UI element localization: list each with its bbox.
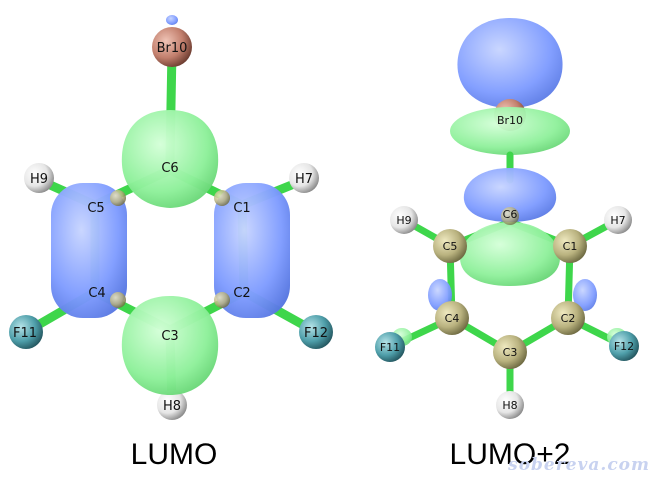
lumo-atom-c4 [110,292,126,308]
lumo-br-top-lobe [166,15,178,25]
lumo-atom-c1 [214,190,230,206]
lumo-lobe-c1-c2-negative [214,183,290,318]
lumo2-lobe-br-ring-positive [450,107,570,155]
lumo-label-h8: H8 [163,399,181,414]
lumo-title: LUMO [131,438,218,471]
lumo-atom-c5 [110,190,126,206]
lumo-label-c5: C5 [87,201,104,216]
lumo2-atom-f11 [375,332,405,362]
lumo2-atom-f12 [609,331,639,361]
lumo2-lobe-c2-negative [573,279,597,311]
lumo2-title: LUMO+2 [450,438,571,471]
lumo-lobe-c5-c4-negative [51,183,127,318]
lumo2-atom-c6 [501,207,519,225]
lumo2-lobe-br-top-negative [457,18,563,108]
lumo-label-c3: C3 [161,329,178,344]
lumo-label-c4: C4 [88,286,105,301]
lumo2-label-c4: C4 [445,312,460,325]
lumo-label-h9: H9 [30,172,48,187]
lumo2-label-c1: C1 [563,240,578,253]
lumo2-atom-h9 [390,206,418,234]
lumo-atom-br10 [152,27,192,67]
lumo-atom-f12 [299,315,333,349]
lumo-label-c1: C1 [233,201,250,216]
lumo2-label-f12: F12 [614,340,634,353]
lumo-atom-h9 [24,163,54,193]
lumo2-atom-c1 [553,229,587,263]
lumo-panel: Br10 C6 H9 H7 C5 C1 C4 C2 F11 F12 C3 H8 … [9,15,333,471]
lumo-atom-h8 [157,390,187,420]
lumo-label-c2: C2 [233,286,250,301]
lumo2-panel: Br10 C6 H9 H7 C5 C1 C4 C2 F11 F12 C3 H8 … [375,18,639,471]
lumo2-label-h9: H9 [396,214,411,227]
lumo-label-f11: F11 [13,326,37,341]
lumo2-label-c5: C5 [443,240,458,253]
lumo2-atom-c2 [551,301,585,335]
lumo2-atom-h7 [604,206,632,234]
lumo-atom-c2 [214,292,230,308]
lumo2-label-h7: H7 [610,214,625,227]
lumo2-label-h8: H8 [502,399,517,412]
lumo2-atom-c4 [435,301,469,335]
lumo2-label-br10: Br10 [497,114,523,127]
lumo-label-br10: Br10 [157,41,188,56]
lumo-lobe-c3-positive [121,296,219,395]
lumo2-atom-h8 [496,391,524,419]
lumo2-lobe-ring-positive [460,222,560,286]
lumo2-atom-c3 [493,335,527,369]
lumo-atom-h7 [289,163,319,193]
lumo2-label-c6: C6 [503,208,518,221]
lumo2-atom-c5 [433,229,467,263]
lumo2-label-c2: C2 [561,312,576,325]
lumo-label-c6: C6 [161,161,178,176]
lumo-atom-f11 [9,315,43,349]
lumo2-label-c3: C3 [503,346,518,359]
lumo-label-h7: H7 [295,172,313,187]
watermark: sobereva.com [507,455,650,475]
lumo2-lobe-c6-negative [463,168,557,222]
lumo-label-f12: F12 [304,326,328,341]
lumo-lobe-c6-positive [121,110,219,208]
lumo2-label-f11: F11 [380,341,400,354]
